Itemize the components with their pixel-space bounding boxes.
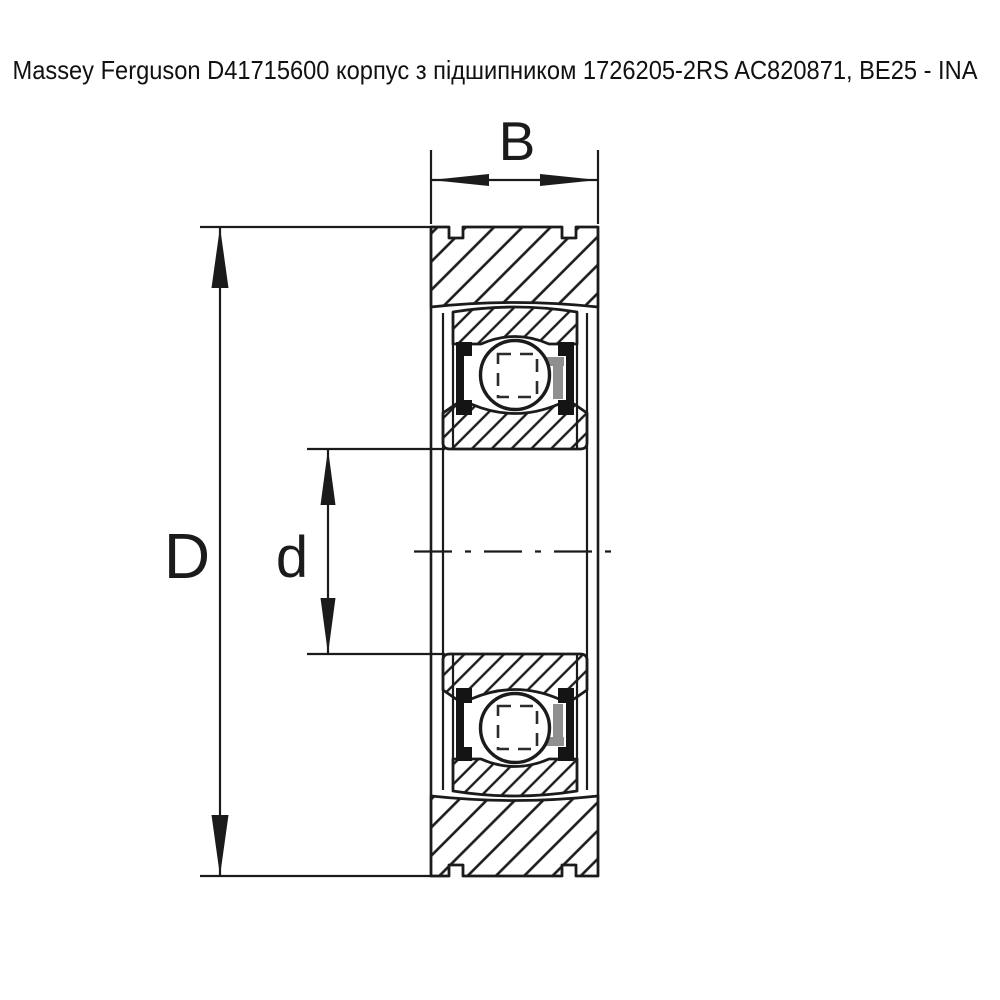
d-bore-label: d [276, 525, 308, 590]
d-outer-arrow-down [211, 815, 229, 876]
dimension-B: B [429, 110, 600, 224]
seal-lip-bottom [544, 737, 564, 746]
seal-lip-bottom-stem [553, 704, 563, 737]
seal-top-left [456, 342, 472, 415]
cage-top [496, 352, 539, 399]
d-outer-label: D [164, 520, 210, 592]
outer-ring-top-section [451, 305, 579, 346]
d-bore-arrow-up [320, 449, 336, 505]
housing-top-section [429, 225, 600, 309]
dimension-d: d [276, 447, 445, 656]
seal-top-right [558, 342, 574, 415]
dimension-D: D [164, 225, 447, 878]
b-label: B [499, 110, 536, 172]
ball-top [478, 338, 552, 412]
bearing-section [414, 225, 613, 878]
cage-bottom [496, 704, 539, 751]
outer-ring-bottom-section [451, 757, 579, 798]
b-arrow-right [540, 174, 598, 186]
d-outer-arrow-up [211, 227, 229, 288]
product-title: Massey Ferguson D41715600 корпус з підши… [13, 55, 979, 85]
housing-bottom-section [429, 794, 600, 878]
seal-bottom-right [558, 688, 574, 761]
seal-lip-top-stem [553, 366, 563, 399]
seal-bottom-left [456, 688, 472, 761]
b-arrow-left [431, 174, 489, 186]
seal-lip-top [544, 357, 564, 366]
ball-bottom [478, 691, 552, 765]
d-bore-arrow-down [320, 598, 336, 654]
